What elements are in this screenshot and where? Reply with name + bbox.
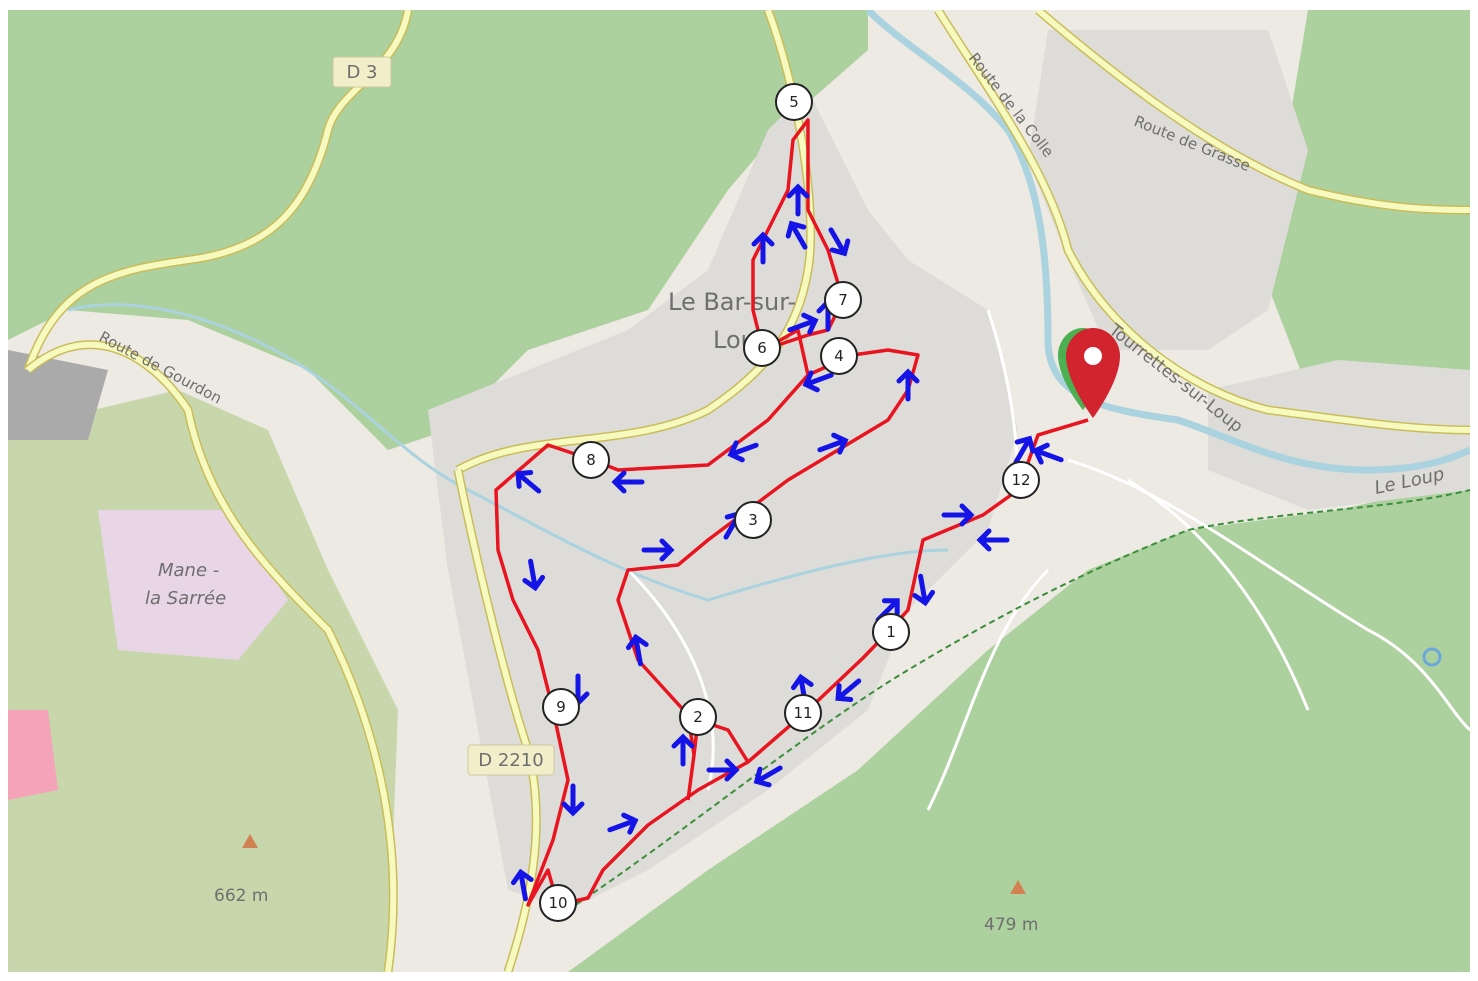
landuse-pink [8,710,58,800]
road-label-d3: D 3 [332,56,392,88]
direction-arrow [727,440,759,463]
direction-arrow [1032,442,1064,465]
waypoint-2[interactable]: 2 [679,698,717,736]
waypoint-3[interactable]: 3 [734,501,772,539]
waypoint-label: 7 [838,291,848,309]
direction-arrow [706,758,740,782]
waypoint-label: 2 [693,708,703,726]
road-route-de-grasse-inner [1036,10,1470,213]
waypoint-label: 5 [789,93,799,111]
viewpoint-icon [1422,647,1442,667]
destination-marker[interactable] [1058,328,1120,418]
waypoint-6[interactable]: 6 [743,329,781,367]
waypoint-4[interactable]: 4 [820,337,858,375]
minor-roads [626,309,1470,811]
forest-area-north [8,10,868,450]
waypoint-9[interactable]: 9 [542,688,580,726]
end-marker-pin [1066,328,1120,418]
direction-arrow [611,470,645,494]
direction-arrow [786,183,810,217]
direction-arrow [817,432,849,455]
map-view[interactable]: D 3 D 2210 Route de Gourdon Route de la … [8,10,1470,972]
label-peak-479: 479 m [984,915,1038,935]
waypoint-label: 10 [548,894,567,912]
map-canvas: D 3 D 2210 Route de Gourdon Route de la … [8,10,1470,972]
waypoint-label: 6 [757,339,767,357]
urban-area-tourrettes [1028,30,1308,350]
forest-area-south [568,480,1470,972]
label-town-le-bar: Le Bar-sur- [668,288,796,316]
waypoint-7[interactable]: 7 [824,281,862,319]
peak-icon-479 [1010,880,1026,894]
stream-west [67,303,949,602]
direction-arrow [510,868,534,902]
road-route-de-la-colle-inner [935,10,1470,433]
direction-arrow [671,733,695,767]
direction-arrow [785,220,808,250]
direction-arrow [896,368,920,402]
direction-arrow [751,231,775,265]
forest-area-east [1258,10,1470,480]
direction-arrow [912,573,936,607]
grey-area-west [8,350,108,440]
direction-arrow [976,528,1010,552]
direction-arrow [787,312,819,335]
waypoint-label: 9 [556,698,566,716]
road-label-d2210-text: D 2210 [478,750,543,771]
label-peak-662: 662 m [214,886,268,906]
road-label-d2210: D 2210 [467,744,555,776]
waypoint-1[interactable]: 1 [872,613,910,651]
direction-arrow [641,538,675,562]
label-mane-1: Mane - [158,560,219,581]
direction-arrow [515,470,542,494]
waypoint-label: 8 [586,451,596,469]
urban-area-east [1208,360,1470,510]
end-marker-dot [1084,347,1102,365]
direction-arrow [835,678,862,702]
waypoint-label: 4 [834,347,844,365]
waypoint-10[interactable]: 10 [539,884,577,922]
hiking-track [567,489,1470,911]
direction-arrow [802,370,834,393]
waypoint-8[interactable]: 8 [572,441,610,479]
forest-area-southwest [8,570,388,972]
landuse-mane [98,510,288,660]
label-mane-2: la Sarrée [145,588,226,609]
route-connector [1037,418,1089,437]
direction-arrow [607,812,639,835]
direction-arrow [828,227,851,257]
waypoint-label: 11 [793,704,812,722]
direction-arrow [941,503,975,527]
direction-arrow [522,558,546,592]
waypoint-label: 3 [748,511,758,529]
road-label-d3-text: D 3 [346,62,377,83]
waypoint-label: 12 [1011,471,1030,489]
direction-arrow [753,765,783,788]
waypoint-12[interactable]: 12 [1002,461,1040,499]
direction-arrow [625,633,649,667]
waypoint-5[interactable]: 5 [775,83,813,121]
direction-arrow [1013,435,1036,465]
road-d2210-inner [26,341,397,972]
waypoint-label: 1 [886,623,896,641]
peak-icon-662 [242,834,258,848]
waypoint-11[interactable]: 11 [784,694,822,732]
direction-arrow [561,783,585,817]
